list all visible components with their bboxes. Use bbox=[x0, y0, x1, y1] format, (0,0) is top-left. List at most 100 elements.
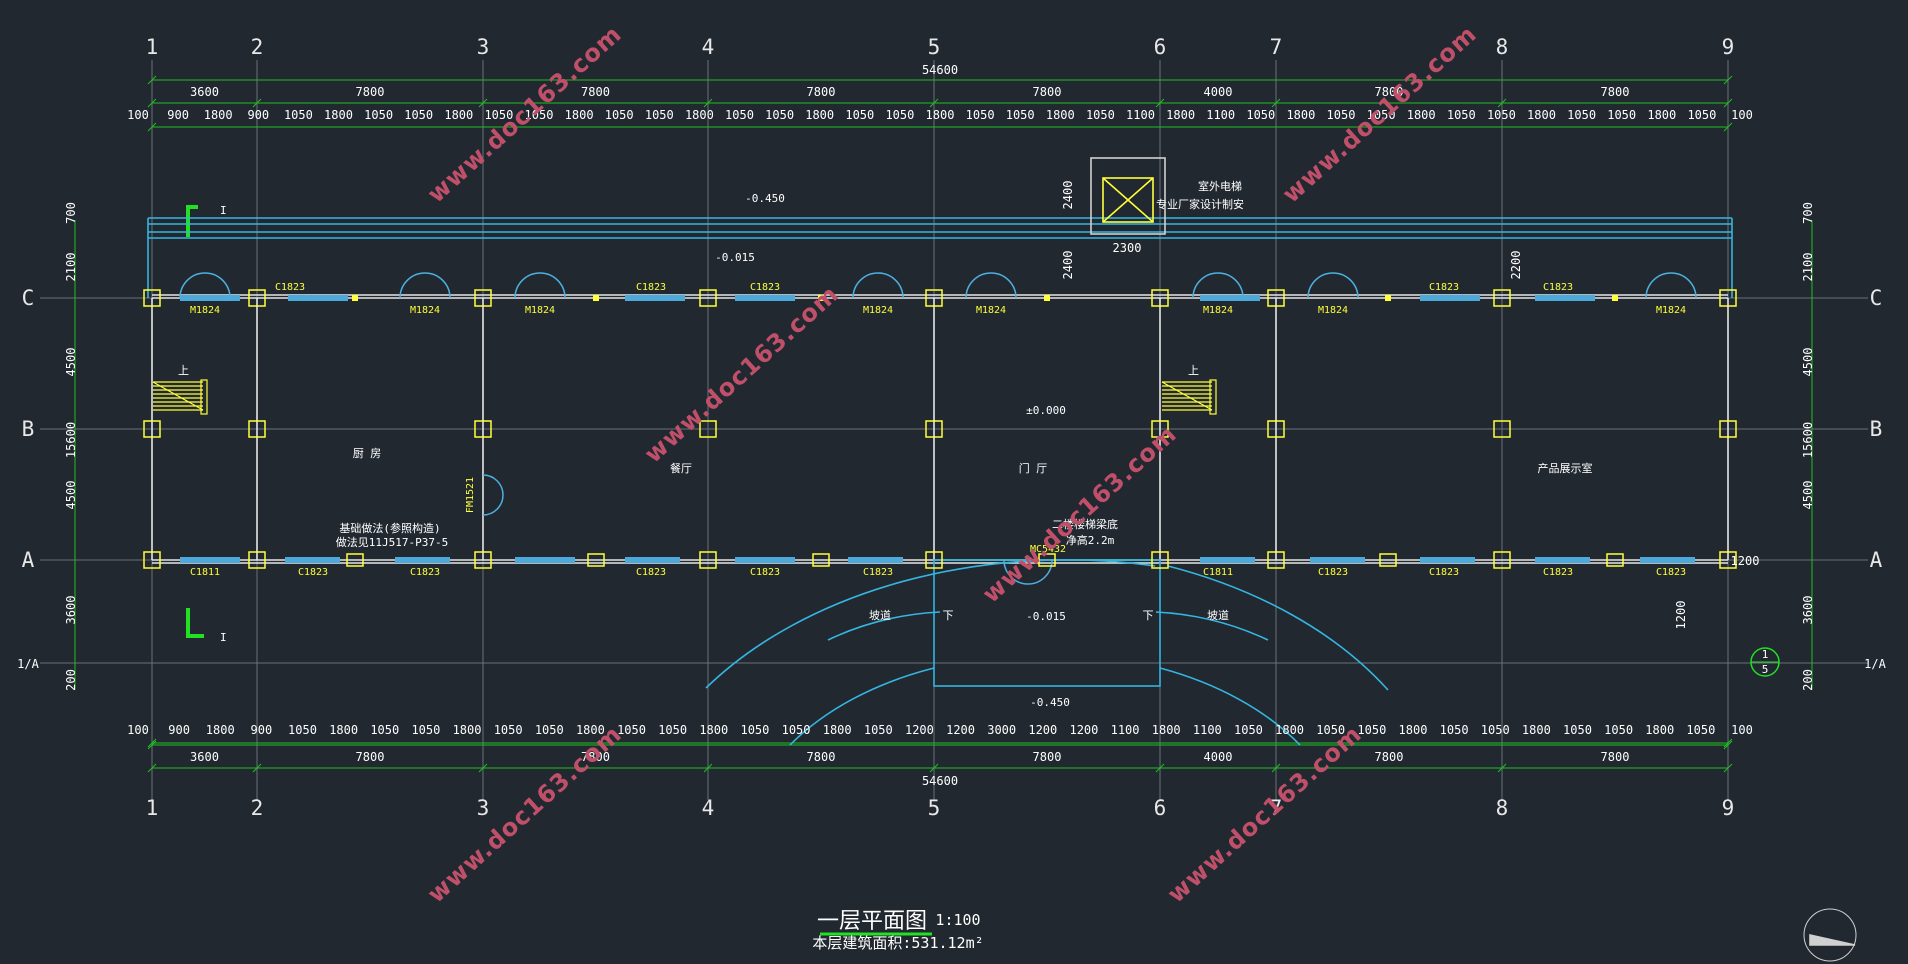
axis-number-top: 4 bbox=[702, 35, 715, 59]
section-mark-top bbox=[186, 205, 198, 237]
axis-number-bottom: 1 bbox=[146, 796, 159, 820]
section-label-bottom: I bbox=[220, 631, 227, 644]
dim-core-h2: 2400 bbox=[1061, 251, 1075, 280]
dim-detail-top-label: 1800 bbox=[805, 108, 834, 122]
north-arrow-icon bbox=[1803, 908, 1857, 962]
dim-detail-top-label: 100 bbox=[127, 108, 149, 122]
dim-detail-top-label: 1800 bbox=[926, 108, 955, 122]
note-stair-1: 二楼楼梯梁底 bbox=[1052, 517, 1118, 531]
axis-number-top: 3 bbox=[477, 35, 490, 59]
column bbox=[699, 289, 717, 307]
window bbox=[285, 557, 340, 563]
dim-detail-top-label: 1050 bbox=[1327, 108, 1356, 122]
dim-detail-bottom-label: 100 bbox=[127, 723, 149, 737]
watermark-text: www.doc163.com bbox=[977, 420, 1182, 609]
dim-detail-bottom-label: 100 bbox=[1731, 723, 1753, 737]
dim-vertical-right-label: 15600 bbox=[1801, 422, 1815, 458]
dim-detail-bottom-tick bbox=[147, 738, 157, 748]
ramp-down-2: 下 bbox=[1143, 609, 1154, 622]
sub-axis-right: 1/A bbox=[1864, 657, 1886, 671]
note-standard-2: 做法见11J517-P37-5 bbox=[336, 535, 448, 549]
dim-bay-top: 3600 bbox=[190, 85, 219, 99]
dim-detail-top-label: 1050 bbox=[364, 108, 393, 122]
door-swing-lobby bbox=[1003, 559, 1053, 585]
axis-number-bottom: 3 bbox=[477, 796, 490, 820]
dim-bay-top: 7800 bbox=[807, 85, 836, 99]
dim-bays-bottom-tick bbox=[147, 763, 157, 773]
column bbox=[474, 289, 492, 307]
dim-bays-top-tick bbox=[1155, 98, 1165, 108]
window bbox=[1420, 295, 1480, 301]
dim-detail-top-label: 1800 bbox=[1046, 108, 1075, 122]
door-swing bbox=[514, 272, 566, 299]
column-small bbox=[812, 553, 830, 567]
dim-detail-bottom-label: 1800 bbox=[1522, 723, 1551, 737]
window-label: C1823 bbox=[275, 282, 305, 293]
elevator-cross bbox=[1102, 177, 1154, 223]
window-label: C1823 bbox=[750, 282, 780, 293]
dim-bay-top: 7800 bbox=[1601, 85, 1630, 99]
stair-diagonal bbox=[1161, 381, 1213, 411]
window bbox=[1420, 557, 1475, 563]
dim-bays-bottom-tick bbox=[1271, 763, 1281, 773]
column-small bbox=[1606, 553, 1624, 567]
dim-detail-top-label: 1100 bbox=[1206, 108, 1235, 122]
note-elevator-2: 专业厂家设计制安 bbox=[1156, 197, 1244, 211]
dim-door-right-w: 1200 bbox=[1731, 554, 1760, 568]
dim-detail-bottom-label: 900 bbox=[168, 723, 190, 737]
stair-rail bbox=[1209, 379, 1217, 415]
dim-detail-bottom-label: 1100 bbox=[1111, 723, 1140, 737]
dim-detail-bottom-tick bbox=[1723, 738, 1733, 748]
dim-detail-top-label: 900 bbox=[247, 108, 269, 122]
ramp-left bbox=[827, 611, 941, 641]
axis-number-bottom: 6 bbox=[1154, 796, 1167, 820]
door-swing bbox=[1192, 272, 1244, 299]
window-label: C1811 bbox=[190, 567, 220, 578]
window bbox=[180, 295, 240, 301]
axis-letter-right: C bbox=[1870, 286, 1883, 310]
dim-bays-top-tick bbox=[929, 98, 939, 108]
dim-detail-bottom-label: 1800 bbox=[699, 723, 728, 737]
room-kitchen: 厨 房 bbox=[353, 447, 382, 460]
ramp-down-1: 下 bbox=[943, 609, 954, 622]
stair-up-label-1: 上 bbox=[178, 364, 189, 377]
axis-letter-right: A bbox=[1870, 548, 1883, 572]
dim-detail-top-label: 1050 bbox=[605, 108, 634, 122]
door-label: M1824 bbox=[1656, 305, 1686, 316]
dim-bay-top: 7800 bbox=[1375, 85, 1404, 99]
dim-detail-top-label: 1050 bbox=[1487, 108, 1516, 122]
dim-vertical-right-label: 4500 bbox=[1801, 481, 1815, 510]
dim-detail-top-label: 1050 bbox=[725, 108, 754, 122]
axis-number-top: 1 bbox=[146, 35, 159, 59]
drawing-title: 一层平面图 bbox=[817, 909, 927, 934]
column-small bbox=[352, 295, 358, 301]
dim-bays-top-tick bbox=[252, 98, 262, 108]
column-small bbox=[818, 295, 824, 301]
door-swing bbox=[965, 272, 1017, 299]
dim-detail-top-label: 1050 bbox=[1687, 108, 1716, 122]
dim-total-bottom-tick bbox=[147, 740, 157, 750]
window bbox=[625, 557, 680, 563]
dim-detail-bottom-label: 3000 bbox=[987, 723, 1016, 737]
door-label-fm: FM1521 bbox=[465, 477, 476, 513]
dim-detail-top-label: 1050 bbox=[765, 108, 794, 122]
stair-diagonal bbox=[152, 381, 204, 411]
door-label: M1824 bbox=[1203, 305, 1233, 316]
column bbox=[925, 289, 943, 307]
window-label: C1823 bbox=[1318, 567, 1348, 578]
dim-bays-bottom-tick bbox=[929, 763, 939, 773]
dim-detail-top-label: 1050 bbox=[845, 108, 874, 122]
dim-vertical-left-label: 4500 bbox=[64, 348, 78, 377]
dim-detail-top-label: 1800 bbox=[1407, 108, 1436, 122]
dim-bays-bottom-tick bbox=[1723, 763, 1733, 773]
dim-detail-top-label: 1050 bbox=[1006, 108, 1035, 122]
column bbox=[1719, 289, 1737, 307]
dim-detail-top-label: 1050 bbox=[1447, 108, 1476, 122]
dim-detail-top-label: 900 bbox=[167, 108, 189, 122]
dim-detail-bottom-label: 1800 bbox=[823, 723, 852, 737]
window-label: C1823 bbox=[410, 567, 440, 578]
window bbox=[735, 295, 795, 301]
dim-bay-bottom: 7800 bbox=[807, 750, 836, 764]
dim-detail-top-label: 1800 bbox=[1166, 108, 1195, 122]
column bbox=[248, 289, 266, 307]
